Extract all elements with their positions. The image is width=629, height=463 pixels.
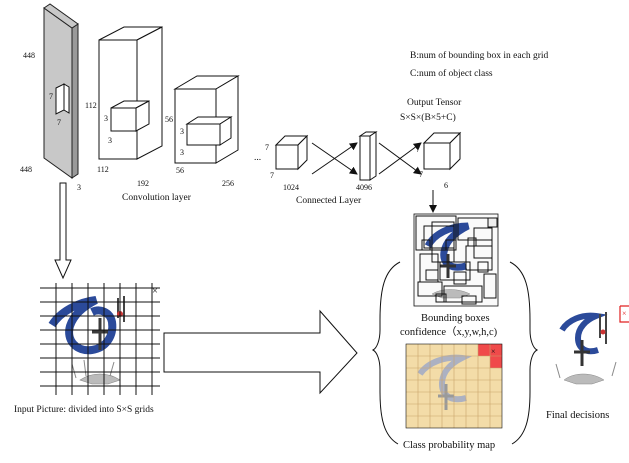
input-book <box>79 373 121 385</box>
fc1-width-label: 7 <box>270 171 274 180</box>
kernel-height-label: 7 <box>49 92 53 101</box>
bbox-caption-line1: Bounding boxes <box>421 313 490 324</box>
input-picture-caption: Input Picture: divided into S×S grids <box>14 405 154 415</box>
connect-arrow-up-1 <box>311 142 358 175</box>
fc2-size-label: 4096 <box>356 183 372 192</box>
output-tensor-formula: S×S×(B×5+C) <box>400 112 456 123</box>
convolution-layer-label: Convolution layer <box>122 193 192 203</box>
input-logo-stroke <box>92 318 108 350</box>
legend-c-text: C:num of object class <box>410 68 493 79</box>
right-brace <box>509 261 539 445</box>
left-brace <box>371 261 401 445</box>
final-decision-image <box>555 305 629 385</box>
conv1-kernel <box>110 100 150 132</box>
final-decisions-caption: Final decisions <box>546 410 609 421</box>
final-grass <box>555 361 617 379</box>
bbox-logo-stroke <box>440 254 456 278</box>
output-tensor-volume <box>422 131 462 171</box>
out-depth-label: 6 <box>444 181 448 190</box>
conv2-height-label: 56 <box>165 115 173 124</box>
fc1-height-label: 7 <box>265 143 269 152</box>
input-grass <box>71 359 115 379</box>
final-logo-swirl <box>559 312 608 355</box>
legend-b-text: B:num of bounding box in each grid <box>410 50 549 61</box>
input-kernel <box>55 83 70 115</box>
conv1-kernel-h-label: 3 <box>104 114 108 123</box>
fc2-vector <box>358 131 378 181</box>
final-seal <box>600 329 606 335</box>
connect-arrow-up-2 <box>378 142 422 175</box>
kernel-width-label: 7 <box>57 118 61 127</box>
bbox-caption-line2: confidence（x,y,w,h,c) <box>400 326 498 338</box>
conv2-width-label: 56 <box>176 166 184 175</box>
fc-ellipsis: ... <box>254 153 261 163</box>
out-width-label: 7 <box>419 170 423 179</box>
conv1-width-label: 112 <box>97 165 109 174</box>
conv1-height-label: 112 <box>85 101 97 110</box>
bbox-panel <box>413 213 499 307</box>
input-width-label: 448 <box>20 165 32 174</box>
input-calligraphy <box>117 296 125 322</box>
input-grid <box>40 283 160 395</box>
input-grid-mark: × <box>152 286 158 297</box>
conv1-depth-label: 192 <box>137 179 149 188</box>
prob-hot-cell-3 <box>490 356 502 368</box>
fc1-volume <box>274 134 309 171</box>
class-probability-caption: Class probability map <box>403 440 495 451</box>
final-detection-mark: × <box>622 309 627 318</box>
prob-logo-stroke <box>438 384 454 410</box>
conv2-depth-label: 256 <box>222 179 234 188</box>
input-depth-label: 3 <box>77 183 81 192</box>
final-book <box>563 373 605 385</box>
final-detection-box <box>619 305 629 323</box>
output-tensor-title: Output Tensor <box>407 98 462 108</box>
final-logo-stroke <box>574 340 590 366</box>
connected-layer-label: Connected Layer <box>296 196 362 206</box>
final-calligraphy <box>599 312 607 344</box>
prob-hot-cell-1 <box>478 344 490 356</box>
to-output-big-arrow <box>163 309 358 395</box>
input-down-arrow <box>54 182 72 280</box>
class-probability-panel <box>405 343 503 429</box>
prob-hot-mark: × <box>491 347 496 356</box>
bbox-rectangles <box>415 215 498 305</box>
conv1-kernel-w-label: 3 <box>108 136 112 145</box>
prob-hot-cell-2 <box>490 344 502 356</box>
fc1-depth-label: 1024 <box>283 183 299 192</box>
prob-grid <box>406 344 502 428</box>
input-height-label: 448 <box>23 51 35 60</box>
input-picture <box>40 283 160 395</box>
conv1-volume <box>98 26 163 160</box>
out-height-label: 7 <box>416 145 420 154</box>
conv2-kernel <box>185 116 233 146</box>
input-logo-swirl <box>48 296 117 355</box>
conv2-kernel-h-label: 3 <box>180 127 184 136</box>
conv2-kernel-w-label: 3 <box>180 148 184 157</box>
